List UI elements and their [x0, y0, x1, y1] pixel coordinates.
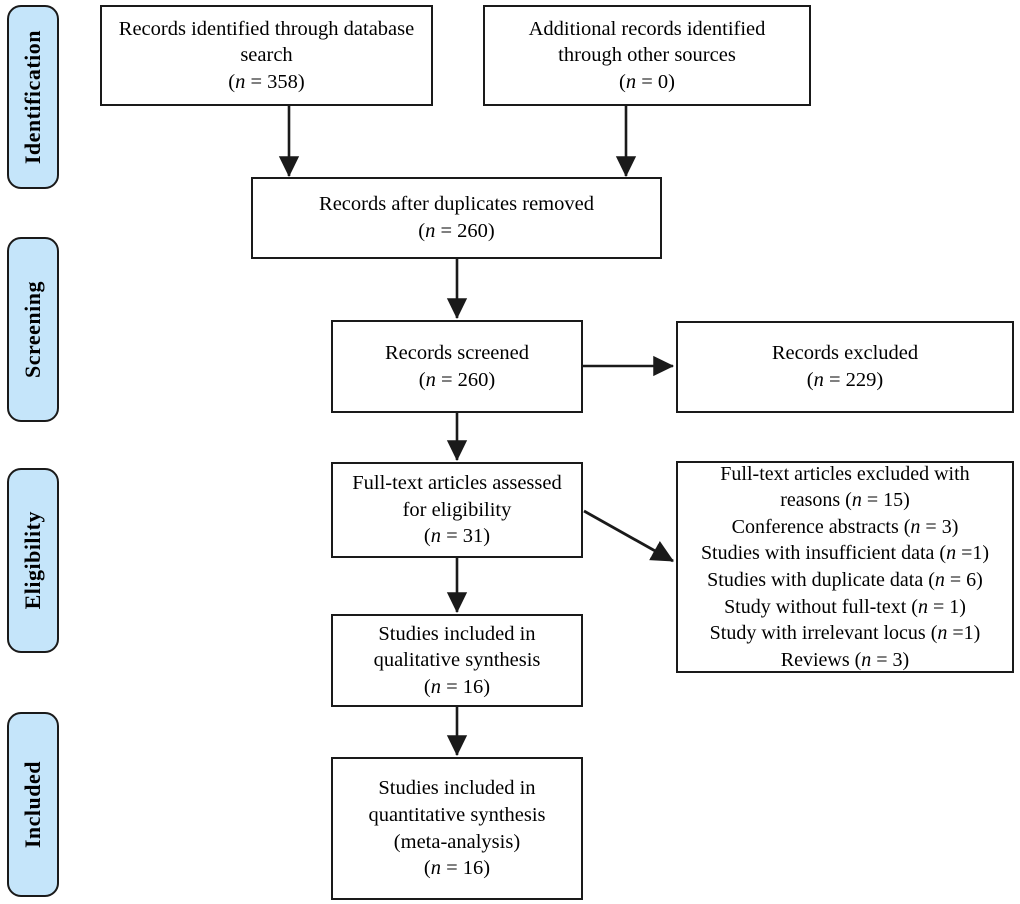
stage-pill-screening: Screening: [7, 237, 59, 422]
connector-fulltext-to-excluded: [583, 509, 674, 563]
stage-pill-identification: Identification: [7, 5, 59, 189]
stage-label-identification: Identification: [20, 29, 45, 165]
box-records-excluded: Records excluded(n = 229): [676, 321, 1014, 413]
box-text-records-after-duplicates-removed: Records after duplicates removed(n = 260…: [319, 193, 594, 242]
stage-label-eligibility: Eligibility: [20, 511, 45, 610]
box-records-after-duplicates-removed: Records after duplicates removed(n = 260…: [251, 177, 662, 259]
stage-label-included: Included: [20, 760, 45, 849]
box-text-records-excluded: Records excluded(n = 229): [771, 342, 919, 391]
box-records-screened: Records screened(n = 260): [331, 320, 583, 413]
stage-pill-included: Included: [7, 712, 59, 897]
stage-pill-eligibility: Eligibility: [7, 468, 59, 653]
box-text-records-screened: Records screened(n = 260): [384, 341, 529, 391]
stage-label-screening: Screening: [20, 281, 45, 378]
